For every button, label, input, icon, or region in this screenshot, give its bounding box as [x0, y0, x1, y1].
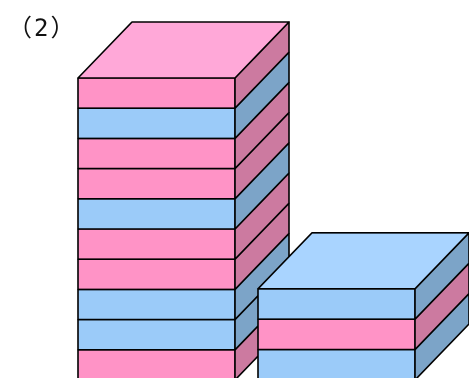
blue-layer-front: [77, 198, 236, 230]
short-stack: [257, 232, 469, 378]
pink-layer-front: [77, 167, 236, 200]
pink-layer-front: [257, 318, 416, 351]
blue-layer-front: [77, 318, 236, 351]
pink-layer-front: [77, 137, 236, 170]
stack-top-face: [257, 232, 469, 290]
problem-label: （2）: [8, 14, 77, 42]
blue-layer-front: [257, 287, 416, 321]
pink-layer-front: [77, 77, 236, 109]
blue-layer-front: [77, 288, 236, 321]
pink-layer-front: [77, 228, 236, 261]
tall-stack: [77, 21, 290, 378]
pink-layer-front: [77, 258, 236, 291]
stack-top-face: [77, 21, 290, 79]
blue-layer-front: [77, 107, 236, 140]
pink-layer-front: [77, 348, 236, 378]
blue-layer-front: [257, 348, 416, 378]
